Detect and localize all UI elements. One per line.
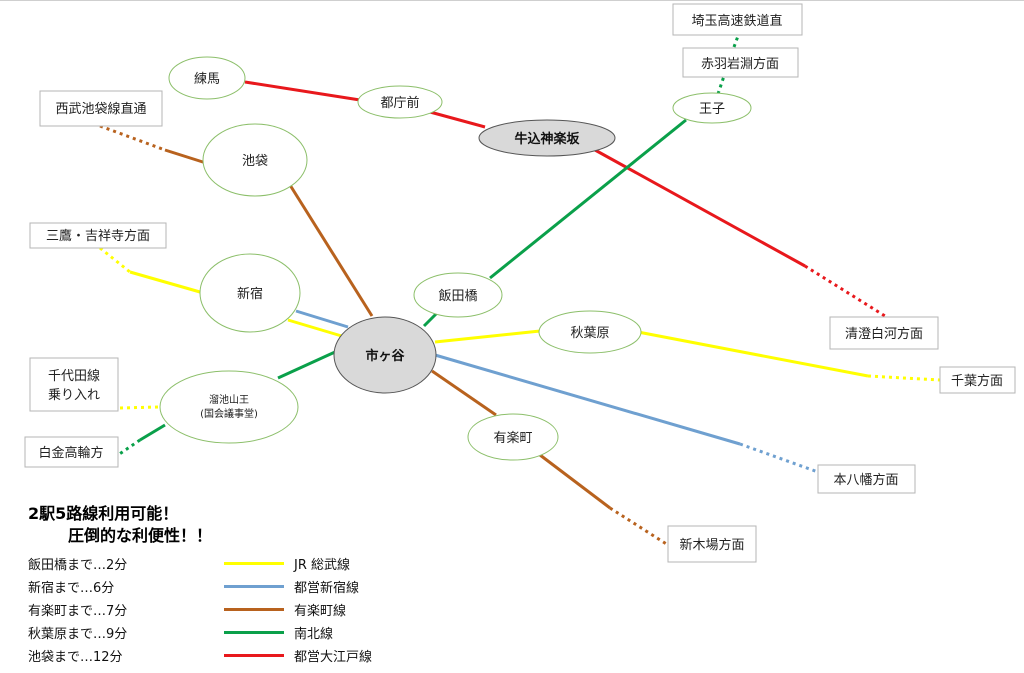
line-name: 南北線 bbox=[294, 627, 334, 642]
oedo-line bbox=[244, 80, 886, 318]
legend-table: 飯田橋まで…2分 JR 総武線 新宿まで…6分 都営新宿線 有楽町まで…7分 有… bbox=[28, 552, 372, 667]
svg-text:清澄白河方面: 清澄白河方面 bbox=[845, 326, 923, 342]
station-ichigaya: 市ヶ谷 bbox=[333, 316, 437, 394]
line-name: 有楽町線 bbox=[294, 604, 347, 619]
station-label: 市ヶ谷 bbox=[365, 348, 405, 364]
line-name: 都営大江戸線 bbox=[294, 650, 373, 665]
station-label: 王子 bbox=[699, 102, 725, 117]
svg-text:埼玉高速鉄道直: 埼玉高速鉄道直 bbox=[691, 13, 782, 29]
station-label: 飯田橋 bbox=[438, 289, 477, 304]
station-tameike-sanno: 溜池山王 (国会議事堂) bbox=[159, 370, 299, 444]
direction-saitama: 埼玉高速鉄道直 bbox=[672, 3, 803, 36]
station-ikebukuro: 池袋 bbox=[202, 123, 308, 197]
svg-text:赤羽岩淵方面: 赤羽岩淵方面 bbox=[701, 56, 779, 72]
line-swatch bbox=[224, 575, 294, 598]
line-swatch bbox=[224, 621, 294, 644]
direction-chiyoda: 千代田線 乗り入れ bbox=[29, 357, 119, 412]
svg-text:西武池袋線直通: 西武池袋線直通 bbox=[55, 101, 146, 117]
station-tochomae: 都庁前 bbox=[357, 85, 443, 119]
station-label: 溜池山王 bbox=[209, 393, 249, 406]
headline-line-2: 圧倒的な利便性！！ bbox=[68, 526, 213, 545]
direction-shirokane: 白金高輪方 bbox=[24, 436, 119, 468]
travel-time: 池袋まで…12分 bbox=[28, 650, 123, 665]
direction-chiba: 千葉方面 bbox=[939, 366, 1016, 394]
legend-row: 池袋まで…12分 都営大江戸線 bbox=[28, 644, 372, 667]
line-swatch bbox=[224, 644, 294, 667]
top-rule bbox=[0, 0, 1024, 1]
station-iidabashi: 飯田橋 bbox=[413, 272, 503, 318]
station-oji: 王子 bbox=[672, 92, 752, 124]
legend-row: 秋葉原まで…9分 南北線 bbox=[28, 621, 372, 644]
direction-akabane-iwabuchi: 赤羽岩淵方面 bbox=[682, 47, 799, 78]
travel-time: 新宿まで…6分 bbox=[28, 581, 115, 596]
svg-text:千葉方面: 千葉方面 bbox=[951, 373, 1003, 389]
station-yurakucho: 有楽町 bbox=[467, 413, 559, 461]
legend: 2駅5路線利用可能！ 圧倒的な利便性！！ 飯田橋まで…2分 JR 総武線 新宿ま… bbox=[28, 503, 428, 667]
line-swatch bbox=[224, 598, 294, 621]
direction-shinkiba: 新木場方面 bbox=[667, 525, 757, 563]
station-nerima: 練馬 bbox=[168, 56, 246, 100]
direction-kiyosumi: 清澄白河方面 bbox=[829, 316, 939, 350]
line-name: 都営新宿線 bbox=[294, 581, 360, 596]
direction-motoyawata: 本八幡方面 bbox=[817, 464, 916, 494]
station-label: 池袋 bbox=[242, 154, 268, 169]
station-label: 練馬 bbox=[194, 72, 220, 87]
travel-time: 秋葉原まで…9分 bbox=[28, 627, 128, 642]
legend-row: 新宿まで…6分 都営新宿線 bbox=[28, 575, 372, 598]
direction-mitaka: 三鷹・吉祥寺方面 bbox=[29, 222, 167, 249]
station-label: 新宿 bbox=[237, 286, 263, 302]
line-name: JR 総武線 bbox=[294, 558, 350, 573]
headline-line-1: 2駅5路線利用可能！ bbox=[28, 504, 179, 523]
svg-text:千代田線: 千代田線 bbox=[48, 368, 100, 384]
station-label: 牛込神楽坂 bbox=[514, 131, 580, 147]
svg-text:乗り入れ: 乗り入れ bbox=[48, 388, 100, 403]
legend-row: 有楽町まで…7分 有楽町線 bbox=[28, 598, 372, 621]
line-swatch bbox=[224, 552, 294, 575]
sobu-line bbox=[99, 246, 941, 410]
station-akihabara: 秋葉原 bbox=[538, 310, 642, 354]
travel-time: 飯田橋まで…2分 bbox=[28, 558, 128, 573]
station-sublabel: (国会議事堂) bbox=[200, 407, 258, 420]
legend-row: 飯田橋まで…2分 JR 総武線 bbox=[28, 552, 372, 575]
svg-text:新木場方面: 新木場方面 bbox=[679, 537, 744, 553]
namboku-line bbox=[117, 35, 740, 457]
travel-time: 有楽町まで…7分 bbox=[28, 604, 128, 619]
svg-text:白金高輪方: 白金高輪方 bbox=[38, 445, 103, 461]
station-ushigome-kagurazaka: 牛込神楽坂 bbox=[478, 119, 616, 157]
station-label: 都庁前 bbox=[380, 95, 419, 111]
yurakucho-line bbox=[99, 124, 669, 547]
svg-text:三鷹・吉祥寺方面: 三鷹・吉祥寺方面 bbox=[46, 228, 150, 244]
svg-text:本八幡方面: 本八幡方面 bbox=[833, 472, 898, 488]
direction-seibu: 西武池袋線直通 bbox=[39, 90, 163, 127]
station-shinjuku: 新宿 bbox=[199, 253, 301, 333]
shinjuku-line bbox=[295, 309, 819, 474]
station-label: 有楽町 bbox=[493, 430, 532, 446]
station-label: 秋葉原 bbox=[570, 326, 609, 341]
